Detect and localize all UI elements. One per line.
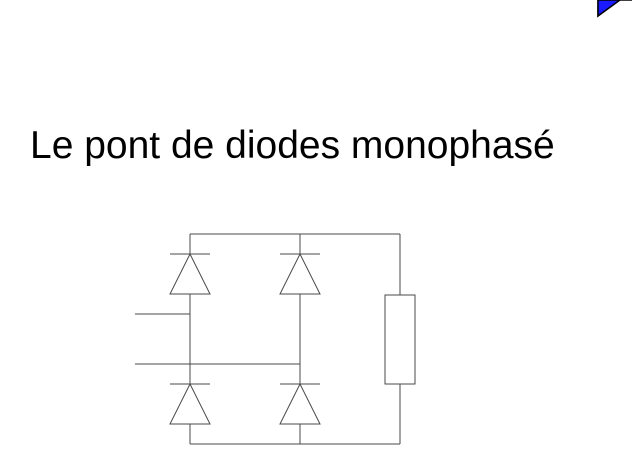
circuit-wires (135, 233, 401, 445)
diode-d3 (169, 382, 211, 425)
next-slide-arrow-icon[interactable] (590, 0, 632, 24)
load-resistor (384, 294, 416, 385)
slide-title: Le pont de diodes monophasé (30, 124, 555, 167)
diode-d4 (279, 382, 321, 425)
diode-d1 (169, 252, 211, 295)
diode-d2 (279, 252, 321, 295)
